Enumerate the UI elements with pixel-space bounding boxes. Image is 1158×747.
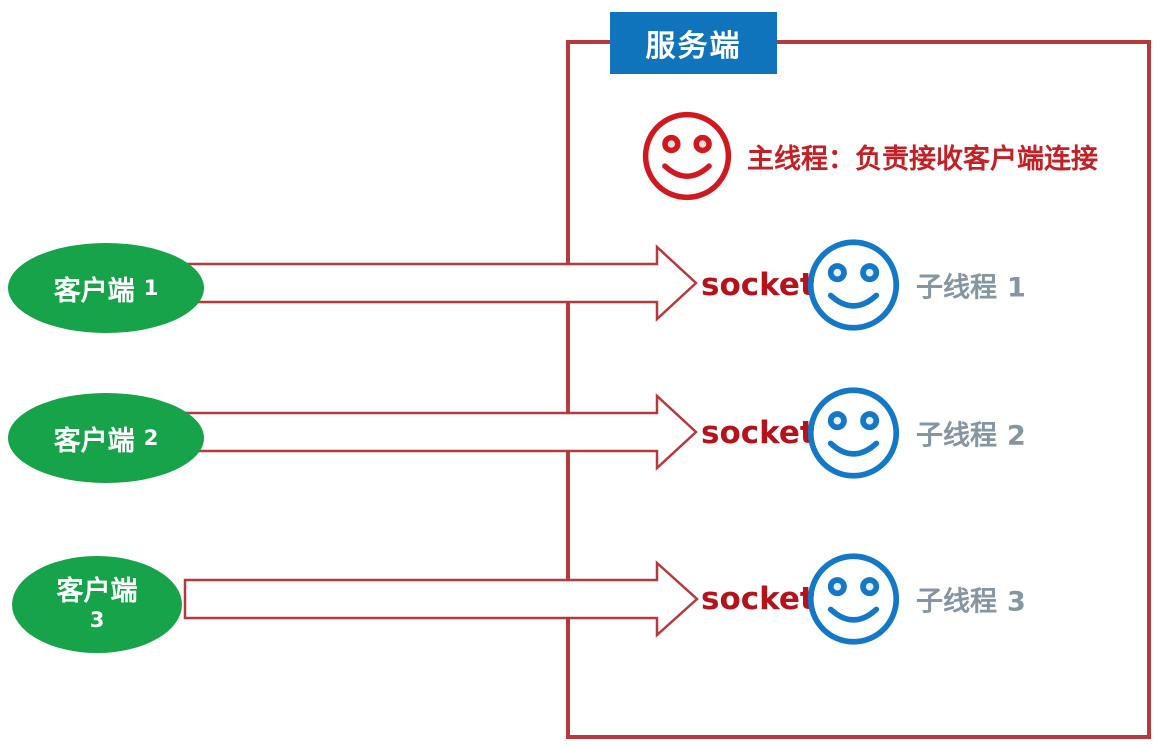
sub-thread-3-number: 3 xyxy=(1007,586,1026,618)
client-3-name: 客户端 xyxy=(56,576,138,608)
client-2-name: 客户端 xyxy=(53,425,135,457)
socket-label-2: socket xyxy=(701,415,815,451)
sub-thread-1-smiley-icon xyxy=(807,239,900,331)
client-3-ellipse: 客户端 3 xyxy=(12,556,182,653)
thread-row-2: socket 子线程 2 xyxy=(0,381,1158,485)
thread-row-3: socket 子线程 3 xyxy=(0,547,1158,651)
client-3-number: 3 xyxy=(89,607,105,632)
sub-thread-1-name: 子线程 xyxy=(916,272,997,304)
client-1-number: 1 xyxy=(143,276,159,300)
sub-thread-2-smiley-icon xyxy=(807,387,900,479)
client-1-name: 客户端 xyxy=(53,275,135,307)
server-box xyxy=(566,40,1151,739)
main-thread-label: 主线程：负责接收客户端连接 xyxy=(747,143,1098,175)
sub-thread-2-label: 子线程 2 xyxy=(916,414,1026,453)
sub-thread-3-name: 子线程 xyxy=(916,586,997,618)
server-title: 服务端 xyxy=(610,12,777,74)
sub-thread-3-smiley-icon xyxy=(807,553,900,645)
socket-label-1: socket xyxy=(701,267,815,303)
arrow-client3-icon xyxy=(183,560,699,638)
sub-thread-3-label: 子线程 3 xyxy=(916,580,1026,619)
client-1-ellipse: 客户端 1 xyxy=(8,243,204,333)
thread-row-1: socket 子线程 1 xyxy=(0,233,1158,337)
arrow-client1-icon xyxy=(163,244,698,322)
sub-thread-1-number: 1 xyxy=(1007,272,1026,304)
client-2-number: 2 xyxy=(143,426,159,450)
sub-thread-1-label: 子线程 1 xyxy=(916,266,1026,305)
sub-thread-2-name: 子线程 xyxy=(916,420,997,452)
sub-thread-2-number: 2 xyxy=(1007,420,1026,452)
main-thread-smiley-icon xyxy=(642,111,732,201)
arrow-client2-icon xyxy=(163,393,698,471)
socket-label-3: socket xyxy=(701,581,815,617)
client-2-ellipse: 客户端 2 xyxy=(8,393,204,483)
